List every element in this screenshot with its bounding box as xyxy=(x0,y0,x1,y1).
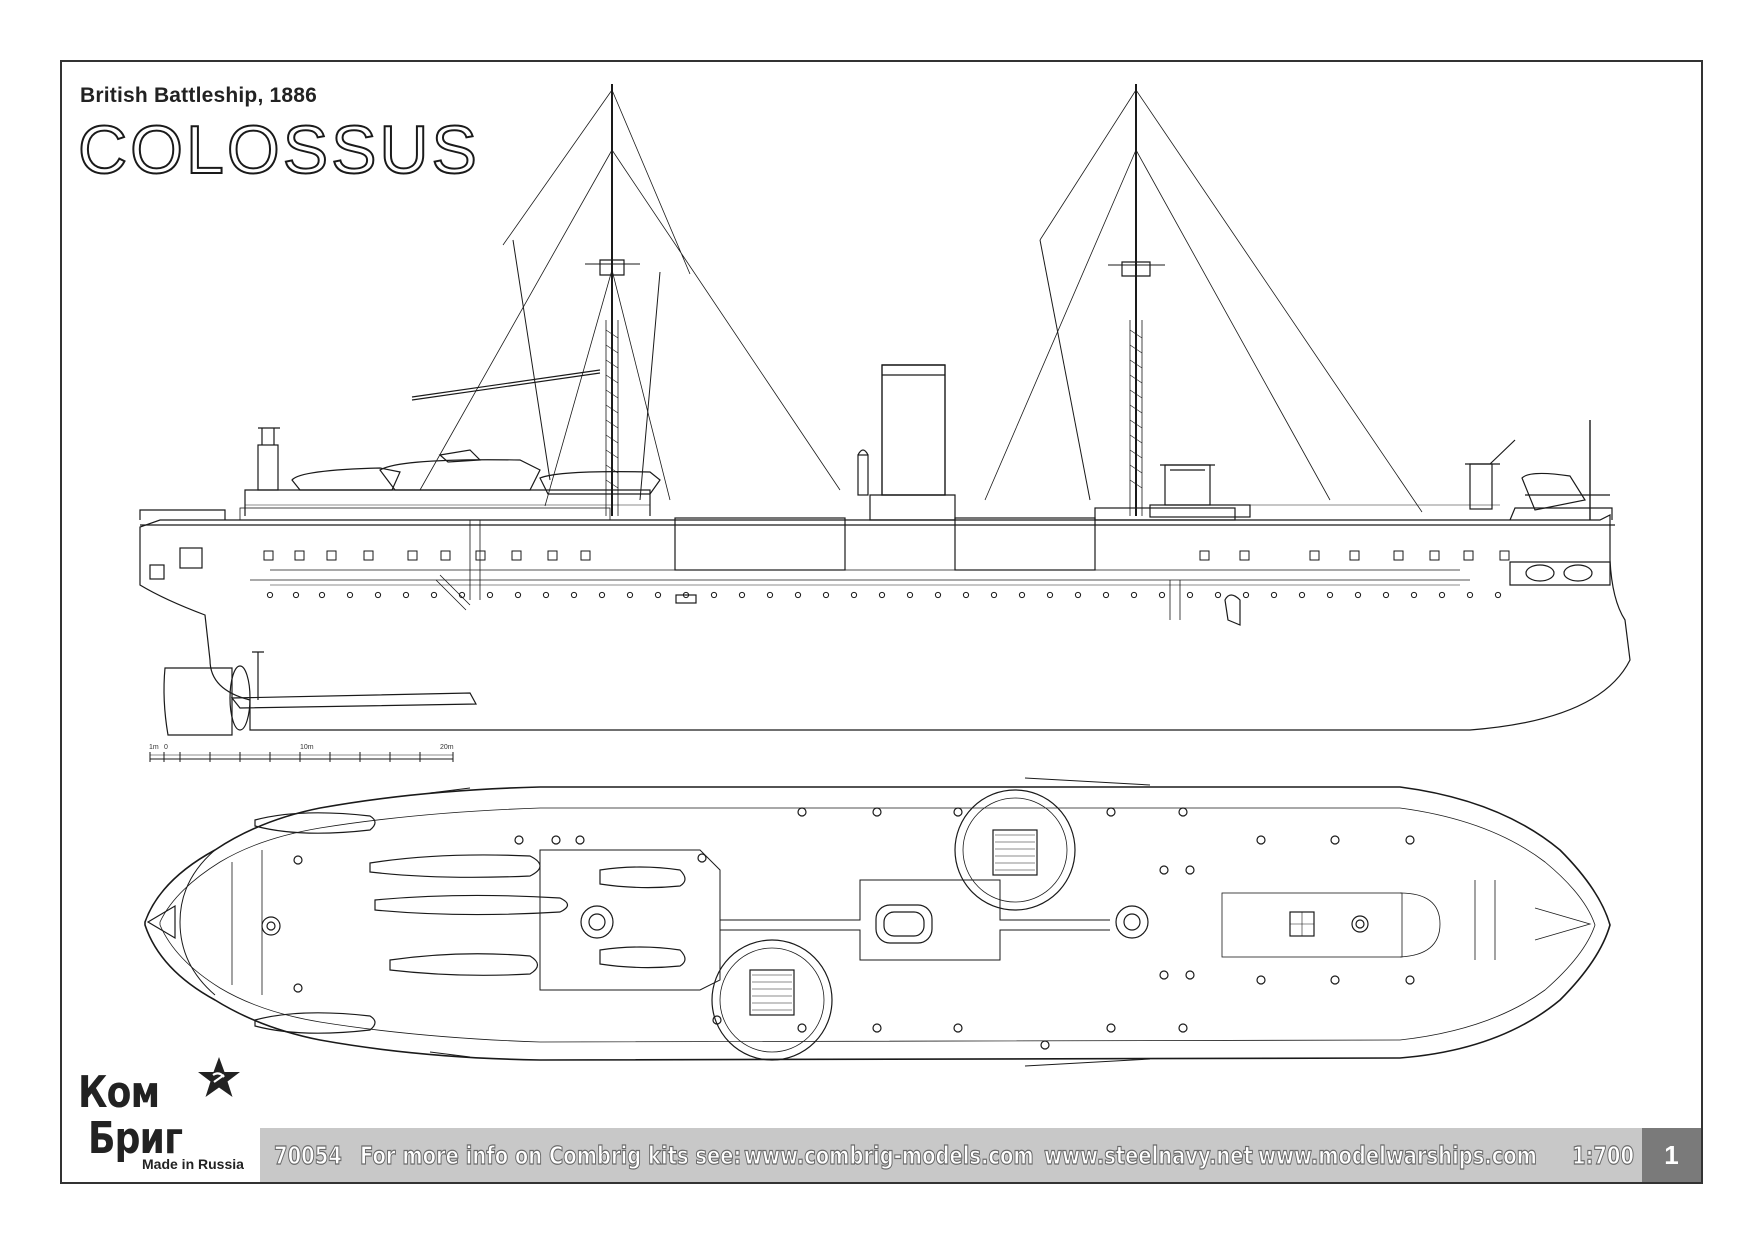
deck-fittings xyxy=(293,807,1415,1050)
url-modelwarships[interactable]: www.modelwarships.com xyxy=(1258,1140,1538,1170)
kit-number: 70054 xyxy=(274,1140,343,1170)
fore-turret xyxy=(954,789,1076,911)
hull-plan-outline xyxy=(144,786,1611,1061)
made-in-label: Made in Russia xyxy=(142,1156,244,1172)
ship-title: COLOSSUS xyxy=(77,112,480,188)
plan-funnel xyxy=(875,904,933,944)
model-scale: 1:700 xyxy=(1572,1140,1635,1170)
info-text: For more info on Combrig kits see: xyxy=(360,1140,742,1170)
logo-line-2: Бриг xyxy=(88,1113,183,1164)
plan-boat-2 xyxy=(254,1012,376,1034)
hull-side-outline xyxy=(139,514,1631,731)
upper-ports xyxy=(263,550,1510,561)
plan-boat-1 xyxy=(254,812,376,834)
side-boat-1 xyxy=(291,467,401,491)
propeller-shaft xyxy=(230,692,478,709)
kombrig-logo: Ком Бриг Made in Russia xyxy=(78,1055,258,1177)
plan-view xyxy=(144,777,1611,1067)
scale-label-20m: 20m xyxy=(440,744,454,751)
scale-label-1m: 1m xyxy=(149,744,159,751)
logo-line-1: Ком xyxy=(78,1067,160,1118)
side-boat-2 xyxy=(379,459,541,491)
side-elevation xyxy=(139,84,1631,736)
main-mast xyxy=(411,84,841,516)
url-combrig[interactable]: www.combrig-models.com xyxy=(744,1140,1035,1170)
footer-band: 70054 For more info on Combrig kits see:… xyxy=(260,1128,1642,1182)
scale-label-0: 0 xyxy=(164,744,168,751)
funnel xyxy=(857,364,956,521)
rudder xyxy=(163,667,233,736)
scale-label-10m: 10m xyxy=(300,744,314,751)
url-steelnavy[interactable]: www.steelnavy.net xyxy=(1044,1140,1254,1170)
propeller xyxy=(229,665,251,731)
page-number: 1 xyxy=(1642,1128,1701,1182)
drawing-frame xyxy=(60,60,1703,1184)
ship-subtitle: British Battleship, 1886 xyxy=(80,84,318,107)
portholes-row xyxy=(266,591,1502,599)
after-turret xyxy=(711,939,833,1061)
side-boat-3 xyxy=(539,471,661,495)
star-icon xyxy=(198,1057,240,1097)
fore-mast xyxy=(984,84,1423,518)
scale-bar xyxy=(149,752,454,762)
